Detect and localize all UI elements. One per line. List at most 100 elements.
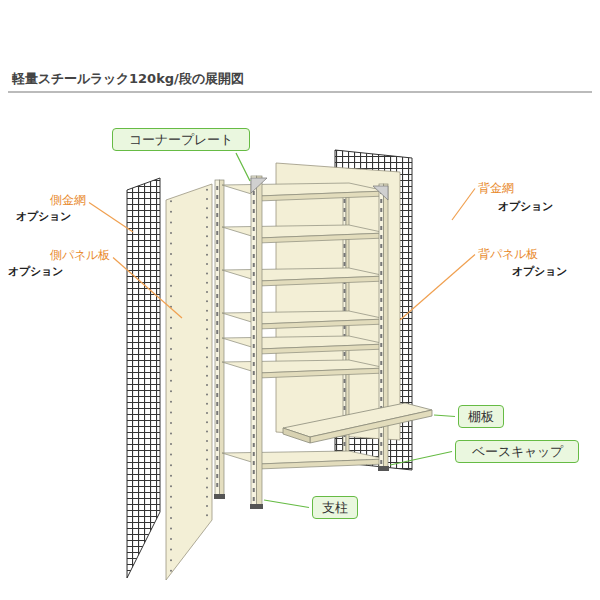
shelf	[222, 451, 386, 469]
post-hole	[216, 258, 218, 262]
post-hole	[380, 361, 382, 365]
post-hole	[253, 290, 255, 294]
post-hole	[344, 208, 346, 212]
base-cap	[250, 504, 263, 509]
post-hole	[216, 447, 218, 451]
post-face	[251, 176, 257, 508]
corner-plate	[373, 186, 388, 200]
panel-hole	[170, 517, 172, 519]
post-hole	[380, 442, 382, 446]
callout-text: ベースキャップ	[464, 444, 570, 459]
shelf	[222, 225, 386, 243]
panel-hole	[206, 235, 208, 237]
shelf-board-side	[283, 428, 310, 443]
shelf	[222, 360, 386, 378]
part-label: 側パネル板	[50, 247, 110, 264]
post-hole	[380, 370, 382, 374]
panel-hole	[170, 485, 172, 487]
panel-hole	[206, 300, 208, 302]
post-hole	[216, 186, 218, 190]
post-hole	[216, 438, 218, 442]
post-hole	[344, 262, 346, 266]
panel-hole	[206, 431, 208, 433]
post-hole	[216, 222, 218, 226]
post-hole	[344, 217, 346, 221]
base-cap	[378, 466, 389, 471]
panel-hole	[206, 477, 208, 479]
panel-hole	[206, 365, 208, 367]
post-hole	[380, 343, 382, 347]
label-leader	[452, 189, 475, 221]
callout-leader	[264, 500, 309, 508]
panel-hole	[170, 211, 172, 213]
shelf	[222, 311, 386, 329]
panel-hole	[170, 475, 172, 477]
post-hole	[380, 208, 382, 212]
post-hole	[216, 393, 218, 397]
panel-hole	[206, 403, 208, 405]
post-hole	[380, 352, 382, 356]
post-hole	[380, 262, 382, 266]
post-hole	[216, 456, 218, 460]
post-hole	[344, 199, 346, 203]
post-hole	[253, 362, 255, 366]
post-hole	[253, 236, 255, 240]
shelf-lip	[258, 319, 386, 329]
panel-hole	[170, 464, 172, 466]
label-leader	[89, 203, 133, 233]
panel-hole	[170, 411, 172, 413]
panel-hole	[170, 274, 172, 276]
panel-hole	[170, 496, 172, 498]
panel-hole	[206, 356, 208, 358]
post-hole	[216, 357, 218, 361]
post-hole	[344, 289, 346, 293]
panel-hole	[206, 263, 208, 265]
panel-hole	[170, 369, 172, 371]
side-mesh	[127, 178, 160, 578]
post-hole	[380, 253, 382, 257]
post-hole	[380, 379, 382, 383]
shelf-lip	[258, 368, 386, 378]
shelf-lip	[258, 191, 386, 201]
post-hole	[216, 285, 218, 289]
post-hole	[216, 231, 218, 235]
post-hole	[380, 199, 382, 203]
post-hole	[216, 375, 218, 379]
post-hole	[216, 465, 218, 469]
panel-hole	[206, 254, 208, 256]
post-hole	[380, 226, 382, 230]
post-hole	[253, 245, 255, 249]
post-face	[257, 176, 263, 508]
panel-hole	[206, 449, 208, 451]
panel-hole	[206, 226, 208, 228]
panel-hole	[170, 390, 172, 392]
callout-text: 棚板	[467, 409, 495, 424]
post-hole	[216, 195, 218, 199]
panel-hole	[170, 243, 172, 245]
panel-hole	[170, 264, 172, 266]
panel-hole	[170, 433, 172, 435]
post-hole	[380, 217, 382, 221]
post-hole	[380, 316, 382, 320]
post-hole	[380, 298, 382, 302]
post-hole	[216, 339, 218, 343]
post-hole	[216, 348, 218, 352]
panel-hole	[206, 328, 208, 330]
panel-hole	[170, 232, 172, 234]
post-hole	[380, 451, 382, 455]
label-leader	[113, 258, 182, 319]
post-hole	[253, 479, 255, 483]
panel-hole	[170, 401, 172, 403]
post-hole	[380, 235, 382, 239]
post-hole	[253, 497, 255, 501]
post-hole	[253, 200, 255, 204]
callout-text: コーナープレート	[121, 132, 241, 147]
corner-plate	[251, 178, 267, 193]
post-hole	[216, 294, 218, 298]
post-hole	[253, 344, 255, 348]
post-hole	[216, 321, 218, 325]
post-hole	[344, 388, 346, 392]
post-hole	[344, 442, 346, 446]
post-hole	[216, 213, 218, 217]
post-hole	[344, 406, 346, 410]
